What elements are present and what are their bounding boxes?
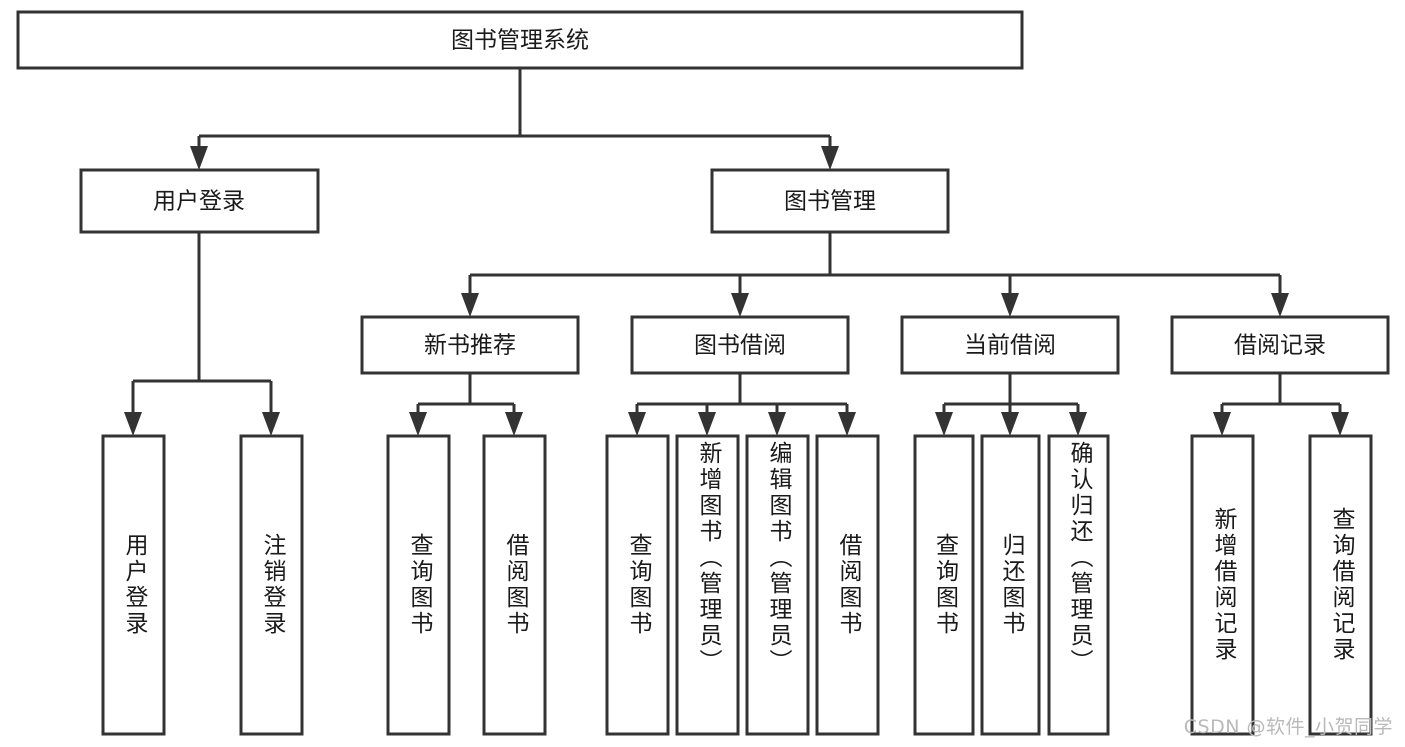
leaf-box-logout-login[interactable] [239,434,304,736]
node-book-manage-label: 图书管理 [784,189,876,215]
leaf-box-query-book-1[interactable] [386,434,451,736]
leaf-box-user-login[interactable] [101,434,166,736]
arrowhead-leaf-return-book [1001,412,1019,436]
node-borrow-record[interactable]: 借阅记录 [1170,315,1390,375]
arrowhead-leaf-borrow-book-2 [838,412,856,436]
node-user-login[interactable]: 用户登录 [79,168,320,234]
leaf-box-confirm-return[interactable] [1047,434,1110,736]
node-root-box[interactable] [16,10,1024,70]
arrowhead-leaf-borrow-book-1 [505,412,523,436]
edges-root-to-level2 [190,68,839,170]
node-book-borrow[interactable]: 图书借阅 [630,315,850,375]
leaf-box-add-book[interactable] [675,434,740,736]
arrowhead-current-borrow [1001,293,1019,317]
node-current-borrow-label: 当前借阅 [964,333,1056,359]
node-new-book-recommend[interactable]: 新书推荐 [360,315,580,375]
edges-book-manage-to-level3 [461,232,1289,317]
node-book-borrow-box[interactable] [630,315,850,375]
arrowhead-leaf-confirm-return [1069,412,1087,436]
arrowhead-borrow-record [1271,293,1289,317]
node-borrow-record-box[interactable] [1170,315,1390,375]
node-current-borrow-box[interactable] [900,315,1120,375]
arrowhead-book-manage [821,146,839,170]
node-book-borrow-label: 图书借阅 [694,333,786,359]
node-new-book-recommend-box[interactable] [360,315,580,375]
node-root[interactable]: 图书管理系统 [16,10,1024,70]
arrowhead-leaf-edit-book [768,412,786,436]
node-root-label: 图书管理系统 [451,28,589,54]
edges-new-book-recommend-to-leaves [409,373,523,436]
node-user-login-label: 用户登录 [153,189,245,215]
arrowhead-leaf-query-book-1 [409,412,427,436]
leaf-box-return-book[interactable] [980,434,1041,736]
arrowhead-leaf-query-borrow-record [1331,412,1349,436]
node-book-manage[interactable]: 图书管理 [710,168,950,234]
leaf-box-borrow-book-2[interactable] [815,434,880,736]
leaf-node-boxes [101,434,1373,736]
leaf-box-query-book-2[interactable] [605,434,670,736]
arrowhead-leaf-add-book [698,412,716,436]
arrowhead-leaf-add-borrow-record [1213,412,1231,436]
arrowhead-user-login [190,146,208,170]
edges-current-borrow-to-leaves [935,373,1087,436]
leaf-box-query-book-3[interactable] [913,434,975,736]
leaf-box-add-borrow-record[interactable] [1190,434,1255,736]
node-user-login-box[interactable] [79,168,320,234]
node-new-book-recommend-label: 新书推荐 [424,333,516,359]
edges-book-borrow-to-leaves [628,373,856,436]
edges-user-login-to-leaves [124,232,280,436]
arrowhead-leaf-query-book-3 [935,412,953,436]
node-book-manage-box[interactable] [710,168,950,234]
arrowhead-new-book-recommend [461,293,479,317]
node-current-borrow[interactable]: 当前借阅 [900,315,1120,375]
leaf-box-edit-book[interactable] [745,434,810,736]
node-borrow-record-label: 借阅记录 [1234,333,1326,359]
arrowhead-leaf-query-book-2 [628,412,646,436]
watermark-text: CSDN @软件_小贺同学 [1183,716,1393,738]
arrowhead-leaf-logout-login [262,412,280,436]
leaf-box-borrow-book-1[interactable] [482,434,547,736]
arrowhead-book-borrow [731,293,749,317]
leaf-box-query-borrow-record[interactable] [1308,434,1373,736]
arrowhead-leaf-user-login [124,412,142,436]
edges-borrow-record-to-leaves [1213,373,1349,436]
